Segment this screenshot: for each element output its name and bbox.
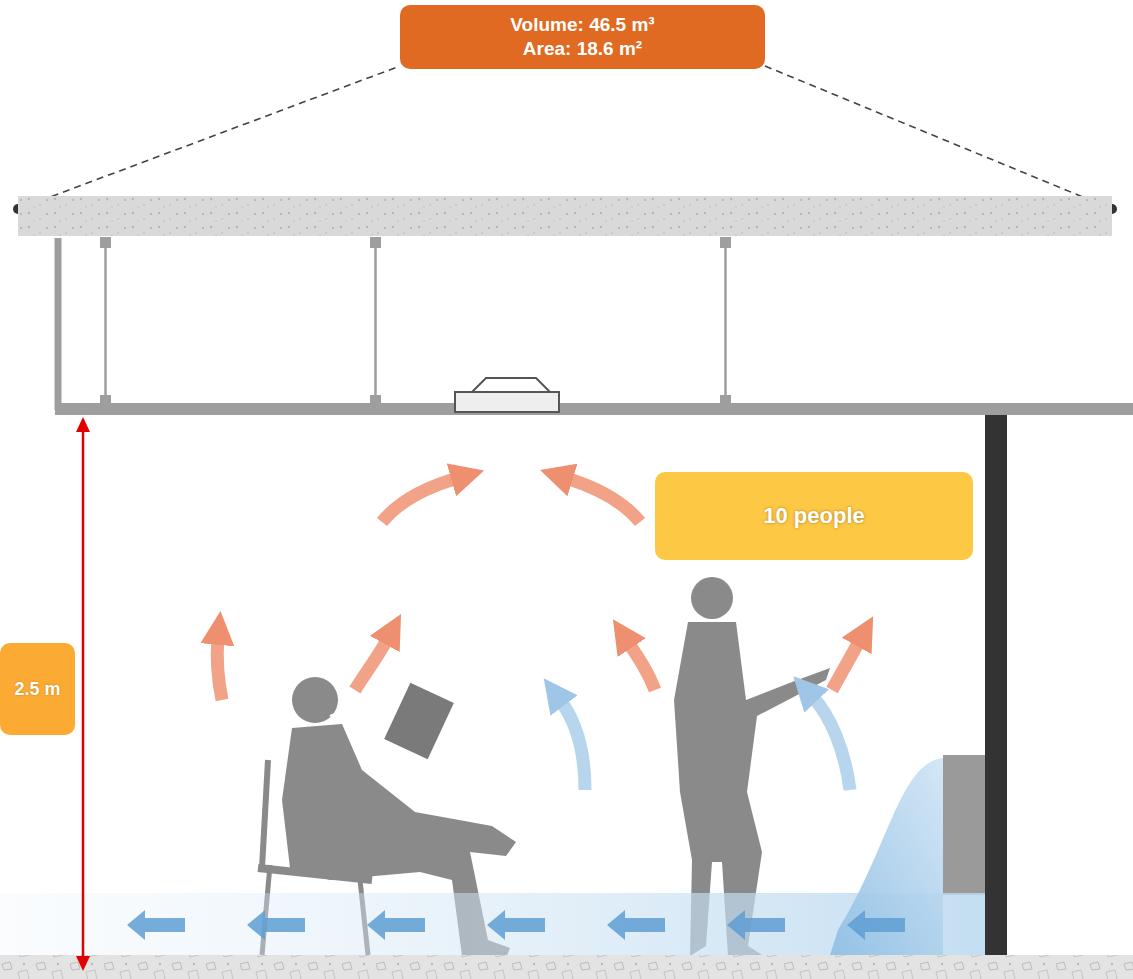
box-text: Area: 18.6 m²	[523, 37, 642, 61]
ceiling-hanger	[720, 237, 731, 248]
plenum-wall	[55, 238, 62, 410]
supply-air-arrow	[127, 910, 185, 940]
ceiling-hanger	[104, 248, 107, 400]
ceiling-slab	[18, 196, 1112, 236]
rising-air-arrow	[217, 638, 222, 700]
ceiling-hanger	[374, 248, 377, 400]
seated-person	[384, 683, 454, 759]
rising-air-arrow	[355, 638, 388, 690]
ceiling-hanger	[100, 395, 111, 405]
ceiling-hanger	[724, 248, 727, 400]
ceiling-hanger	[370, 237, 381, 248]
seated-person	[262, 760, 268, 868]
supply-air-arrow	[847, 910, 905, 940]
rising-air-arrow	[560, 700, 585, 790]
supply-air-arrow	[367, 910, 425, 940]
seated-person	[330, 705, 356, 716]
height-dimension	[82, 430, 85, 958]
dimension-leader	[765, 66, 1112, 209]
rising-air-arrow	[382, 478, 458, 522]
suspended-ceiling	[55, 403, 1133, 415]
box-text: 2.5 m	[14, 678, 60, 701]
dimension-leader	[18, 66, 1112, 209]
rising-air-arrow	[832, 640, 860, 690]
supply-air-arrow	[487, 910, 545, 940]
occupancy-box: 10 people	[655, 472, 973, 560]
supply-air-arrow	[727, 910, 785, 940]
wall-column	[985, 415, 1007, 957]
exhaust-grille	[455, 378, 559, 412]
height-label: 2.5 m	[0, 643, 75, 735]
ceiling-hanger	[100, 237, 111, 248]
exhaust-grille	[455, 392, 559, 412]
rising-air-arrow	[566, 478, 640, 522]
box-text: Volume: 46.5 m³	[510, 13, 654, 37]
rising-air-arrow	[812, 696, 850, 790]
floor-slab	[0, 955, 1133, 979]
info-box: Volume: 46.5 m³Area: 18.6 m²	[400, 5, 765, 69]
ceiling-hanger	[720, 395, 731, 405]
dimension-leader	[18, 66, 400, 209]
displacement-diffuser	[943, 755, 985, 895]
supply-air-arrow	[127, 910, 905, 940]
supply-air-arrow	[607, 910, 665, 940]
rising-air-arrow	[628, 642, 655, 690]
standing-person	[691, 577, 733, 619]
supply-air-arrow	[247, 910, 305, 940]
ceiling-hanger	[100, 237, 731, 405]
box-text: 10 people	[763, 502, 864, 530]
dimension-arrowhead	[76, 417, 90, 971]
ceiling-hanger	[370, 395, 381, 405]
exhaust-grille	[472, 378, 550, 392]
